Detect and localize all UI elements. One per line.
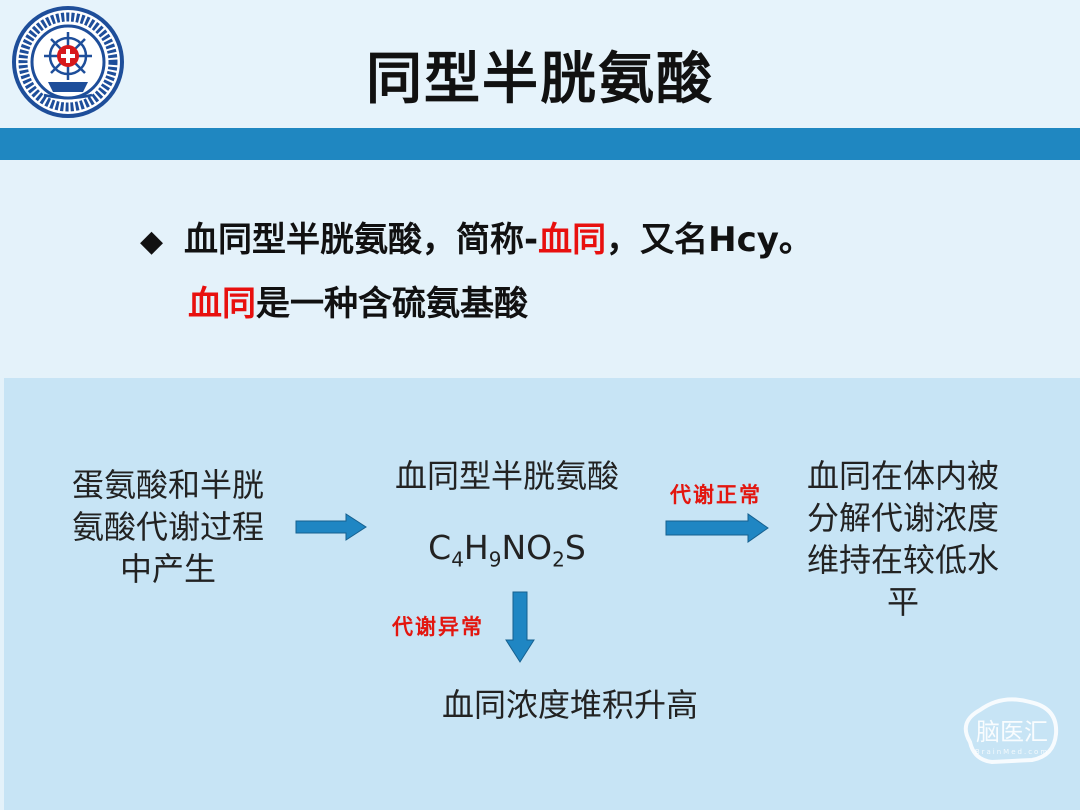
diamond-bullet-icon: ◆ [140,224,164,259]
watermark-logo: 脑医汇 BrainMed.com [963,697,1059,765]
compound-name: 血同型半胱氨酸 [394,457,619,495]
intro-line-2: 血同是一种含硫氨基酸 [188,280,528,328]
right-arrow-icon [295,513,367,541]
title-band [0,128,1080,160]
metabolism-abnormal-label: 代谢异常 [392,614,484,639]
flow-panel [4,378,1080,810]
title-area [0,0,1080,128]
intro-text: 血同型半胱氨酸，简称- [184,220,539,260]
watermark-text: 脑医汇 [976,718,1048,746]
intro-line-1: ◆ 血同型半胱氨酸，简称-血同，又名Hcy。 [140,216,813,266]
emphasis-term: 血同 [538,220,607,260]
chemical-formula: C4H9NO2S [428,528,586,572]
intro-section [0,160,1080,378]
intro-text: 是一种含硫氨基酸 [256,284,528,324]
watermark-subtext: BrainMed.com [975,748,1049,756]
intro-text: ，又名Hcy。 [606,220,813,260]
emphasis-term: 血同 [188,284,256,324]
page-title: 同型半胱氨酸 [366,47,714,112]
right-arrow-icon [665,513,769,543]
abnormal-result: 血同浓度堆积升高 [441,686,698,724]
source-node: 蛋氨酸和半胱 氨酸代谢过程 中产生 [71,466,264,588]
down-arrow-icon [505,591,535,663]
metabolism-normal-label: 代谢正常 [670,482,762,507]
normal-result-node: 血同在体内被 分解代谢浓度 维持在较低水 平 [806,457,999,621]
hospital-logo [12,6,124,118]
